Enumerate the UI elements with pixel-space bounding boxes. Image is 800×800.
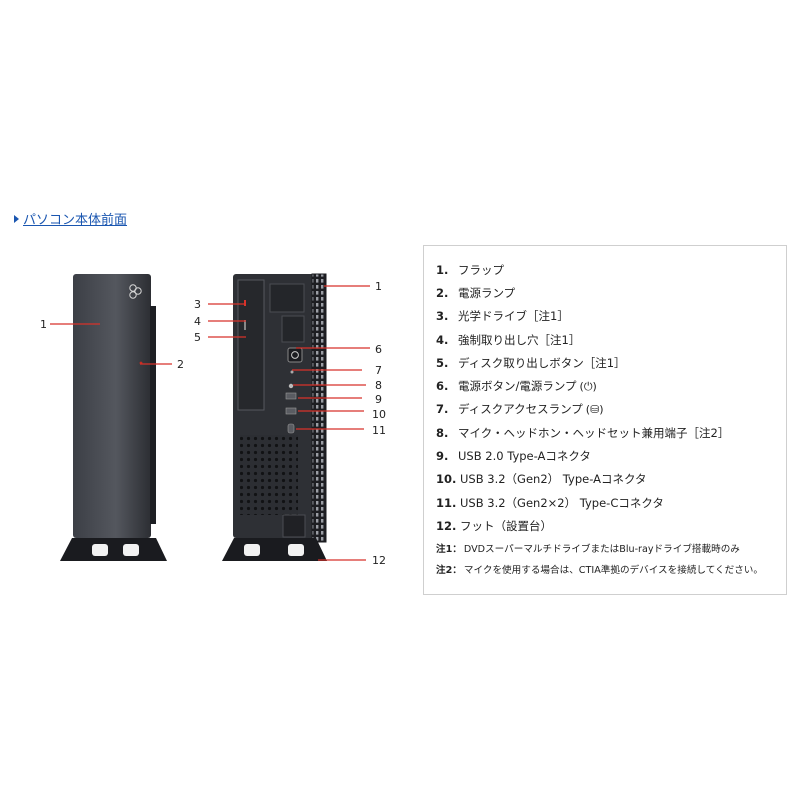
legend-text: USB 2.0 Type-Aコネクタ bbox=[458, 449, 591, 464]
legend-item-7: 7. ディスクアクセスランプ(⛁) bbox=[436, 398, 776, 421]
drive-slot-upper bbox=[269, 283, 305, 313]
front-grille bbox=[240, 435, 298, 515]
disk-access-lamp bbox=[290, 370, 294, 374]
legend-text: ディスク取り出しボタン［注1］ bbox=[458, 355, 626, 370]
parts-legend: 1. フラップ 2. 電源ランプ 3. 光学ドライブ［注1］ 4. 強制取り出し… bbox=[423, 245, 787, 595]
eject-button bbox=[244, 320, 246, 330]
callout-number-8: 8 bbox=[375, 379, 382, 392]
open-flap bbox=[311, 273, 327, 543]
legend-note-2: 注2： マイクを使用する場合は、CTIA準拠のデバイスを接続してください。 bbox=[436, 559, 776, 580]
callout-number-1b: 1 bbox=[375, 280, 382, 293]
legend-num: 10. bbox=[436, 472, 457, 487]
legend-num: 3. bbox=[436, 309, 449, 324]
legend-text: フラップ bbox=[458, 262, 504, 277]
disk-access-icon: (⛁) bbox=[585, 403, 604, 417]
callout-number-12: 12 bbox=[372, 554, 386, 567]
legend-text: マイク・ヘッドホン・ヘッドセット兼用端子［注2］ bbox=[458, 425, 730, 440]
legend-text: 電源ランプ bbox=[458, 285, 516, 300]
usb-3-2-gen2-port bbox=[285, 407, 297, 415]
usb-2-port bbox=[285, 392, 297, 400]
legend-item-9: 9. USB 2.0 Type-Aコネクタ bbox=[436, 444, 776, 467]
legend-text: 強制取り出し穴［注1］ bbox=[458, 332, 581, 347]
note-label: 注2： bbox=[436, 565, 462, 577]
legend-num: 6. bbox=[436, 379, 449, 394]
legend-num: 5. bbox=[436, 355, 449, 370]
audio-jack bbox=[288, 383, 294, 389]
eject-hole bbox=[244, 300, 246, 306]
note-text: DVDスーパーマルチドライブまたはBlu-rayドライブ搭載時のみ bbox=[463, 544, 740, 556]
legend-item-6: 6. 電源ボタン/電源ランプ(⏻) bbox=[436, 374, 776, 397]
legend-text: 光学ドライブ［注1］ bbox=[458, 309, 569, 324]
legend-text: USB 3.2（Gen2） Type-Aコネクタ bbox=[460, 472, 647, 487]
legend-item-2: 2. 電源ランプ bbox=[436, 281, 776, 304]
breadcrumb-link-text: パソコン本体前面 bbox=[23, 213, 128, 228]
legend-note-1: 注1： DVDスーパーマルチドライブまたはBlu-rayドライブ搭載時のみ bbox=[436, 538, 776, 559]
legend-text: 電源ボタン/電源ランプ bbox=[458, 379, 577, 394]
usb-c-port bbox=[287, 423, 295, 434]
callout-number-6: 6 bbox=[375, 343, 382, 356]
callout-number-7: 7 bbox=[375, 364, 382, 377]
legend-num: 4. bbox=[436, 332, 449, 347]
tower-front-panel bbox=[73, 274, 151, 538]
drive-slot-middle bbox=[281, 315, 305, 343]
legend-item-1: 1. フラップ bbox=[436, 258, 776, 281]
foot-stand bbox=[60, 538, 167, 561]
callout-number-11: 11 bbox=[372, 424, 386, 437]
legend-item-12: 12. フット（設置台） bbox=[436, 514, 776, 537]
legend-text: ディスクアクセスランプ bbox=[458, 402, 583, 417]
tower-closed-view bbox=[60, 274, 167, 561]
optical-drive-bay bbox=[237, 279, 265, 411]
note-text: マイクを使用する場合は、CTIA準拠のデバイスを接続してください。 bbox=[463, 565, 763, 577]
foot-stand-right bbox=[222, 538, 327, 561]
legend-item-11: 11. USB 3.2（Gen2×2） Type-Cコネクタ bbox=[436, 491, 776, 514]
callout-number-3: 3 bbox=[194, 298, 201, 311]
legend-item-8: 8. マイク・ヘッドホン・ヘッドセット兼用端子［注2］ bbox=[436, 421, 776, 444]
tower-open-view bbox=[222, 273, 327, 561]
pc-front-diagram: 1 2 3 4 5 1 6 7 8 9 10 11 12 bbox=[40, 273, 386, 567]
note-label: 注1： bbox=[436, 544, 462, 556]
fujitsu-logo-icon bbox=[129, 284, 142, 299]
legend-num: 7. bbox=[436, 402, 449, 417]
callout-lines bbox=[50, 285, 370, 561]
callout-number-2: 2 bbox=[177, 358, 184, 371]
callout-number-9: 9 bbox=[375, 393, 382, 406]
breadcrumb-link[interactable]: パソコン本体前面 bbox=[14, 209, 127, 228]
callout-number-10: 10 bbox=[372, 408, 386, 421]
triangle-right-icon bbox=[14, 215, 19, 223]
legend-item-10: 10. USB 3.2（Gen2） Type-Aコネクタ bbox=[436, 468, 776, 491]
legend-item-5: 5. ディスク取り出しボタン［注1］ bbox=[436, 351, 776, 374]
legend-num: 9. bbox=[436, 449, 449, 464]
legend-text: USB 3.2（Gen2×2） Type-Cコネクタ bbox=[460, 495, 664, 510]
legend-num: 1. bbox=[436, 262, 449, 277]
legend-num: 11. bbox=[436, 495, 457, 510]
legend-num: 8. bbox=[436, 425, 449, 440]
power-button[interactable] bbox=[287, 347, 303, 363]
power-icon: (⏻) bbox=[579, 380, 597, 394]
legend-num: 12. bbox=[436, 518, 457, 533]
legend-item-4: 4. 強制取り出し穴［注1］ bbox=[436, 328, 776, 351]
callout-number-5: 5 bbox=[194, 331, 201, 344]
callout-number-4: 4 bbox=[194, 315, 201, 328]
legend-item-3: 3. 光学ドライブ［注1］ bbox=[436, 305, 776, 328]
legend-text: フット（設置台） bbox=[460, 518, 552, 533]
callout-number-1: 1 bbox=[40, 318, 47, 331]
lower-panel bbox=[282, 514, 306, 538]
tower-side-edge bbox=[150, 306, 156, 524]
legend-num: 2. bbox=[436, 285, 449, 300]
